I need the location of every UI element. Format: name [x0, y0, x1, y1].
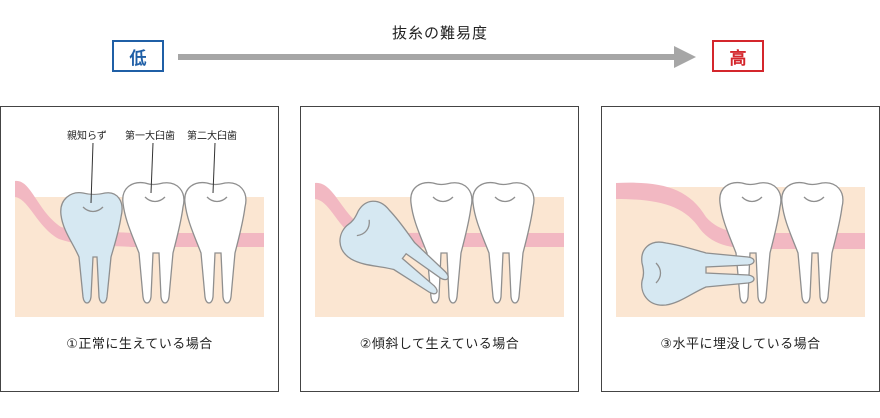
first-molar: [719, 181, 782, 304]
label-second-molar: 第二大臼歯: [187, 131, 237, 142]
label-wisdom-tooth: 親知らず: [67, 131, 107, 142]
second-molar: [184, 181, 247, 304]
horizontal-teeth-illustration: [616, 181, 865, 317]
horizontal-wisdom-tooth: [641, 241, 755, 306]
caption-normal: ①正常に生えている場合: [66, 337, 213, 352]
first-molar: [410, 181, 473, 304]
tilted-wisdom-tooth: [339, 200, 449, 295]
label-first-molar: 第一大臼歯: [125, 131, 175, 142]
gum: [616, 182, 865, 249]
second-molar: [472, 181, 535, 304]
panel-horizontal: ③水平に埋没している場合: [601, 106, 880, 392]
caption-tilted: ②傾斜して生えている場合: [359, 337, 520, 352]
tilted-teeth-illustration: [315, 181, 564, 317]
wisdom-tooth: [60, 192, 123, 304]
normal-teeth-illustration: [15, 142, 264, 317]
low-difficulty-badge: 低: [112, 40, 164, 72]
second-molar: [781, 181, 844, 304]
first-molar: [122, 181, 185, 304]
panel-tilted: ②傾斜して生えている場合: [300, 106, 579, 392]
caption-horizontal: ③水平に埋没している場合: [660, 337, 821, 352]
difficulty-title: 抜糸の難易度: [391, 24, 488, 42]
panel-normal: 親知らず 第一大臼歯 第二大臼歯 ①正常に生えている場合: [0, 106, 279, 392]
high-difficulty-badge: 高: [712, 40, 764, 72]
difficulty-arrow: [178, 46, 696, 68]
